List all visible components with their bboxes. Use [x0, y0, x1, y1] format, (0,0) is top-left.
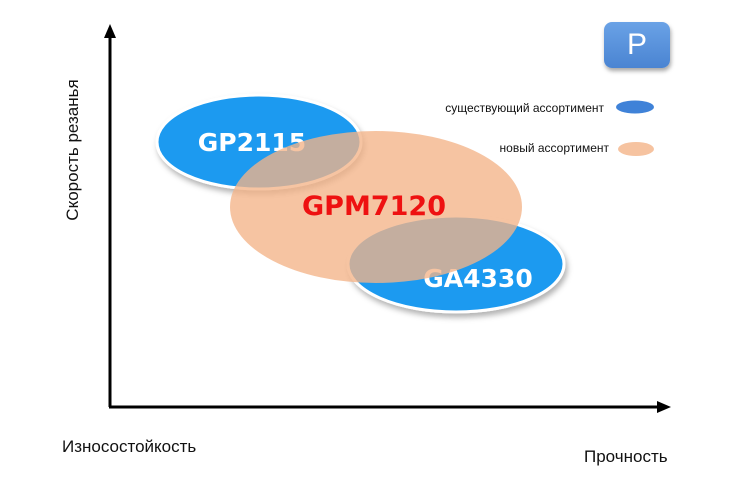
- legend-swatch-new: [618, 142, 654, 156]
- x-axis-label-right: Прочность: [584, 447, 668, 466]
- legend-label-new: новый ассортимент: [500, 141, 610, 155]
- legend: существующий ассортимент новый ассортиме…: [445, 100, 654, 156]
- x-axis: [109, 401, 671, 413]
- y-axis-arrow-icon: [104, 24, 116, 38]
- legend-label-existing: существующий ассортимент: [445, 101, 604, 115]
- product-label-gpm7120: GPM7120: [302, 191, 446, 222]
- product-ellipse-gpm7120: GPM7120: [230, 131, 522, 283]
- y-axis-label: Скорость резанья: [63, 79, 82, 221]
- category-p-badge: P: [604, 22, 670, 68]
- y-axis: [104, 24, 116, 407]
- x-axis-label-left: Износостойкость: [62, 437, 197, 456]
- x-axis-arrow-icon: [657, 401, 671, 413]
- legend-swatch-existing: [616, 100, 654, 114]
